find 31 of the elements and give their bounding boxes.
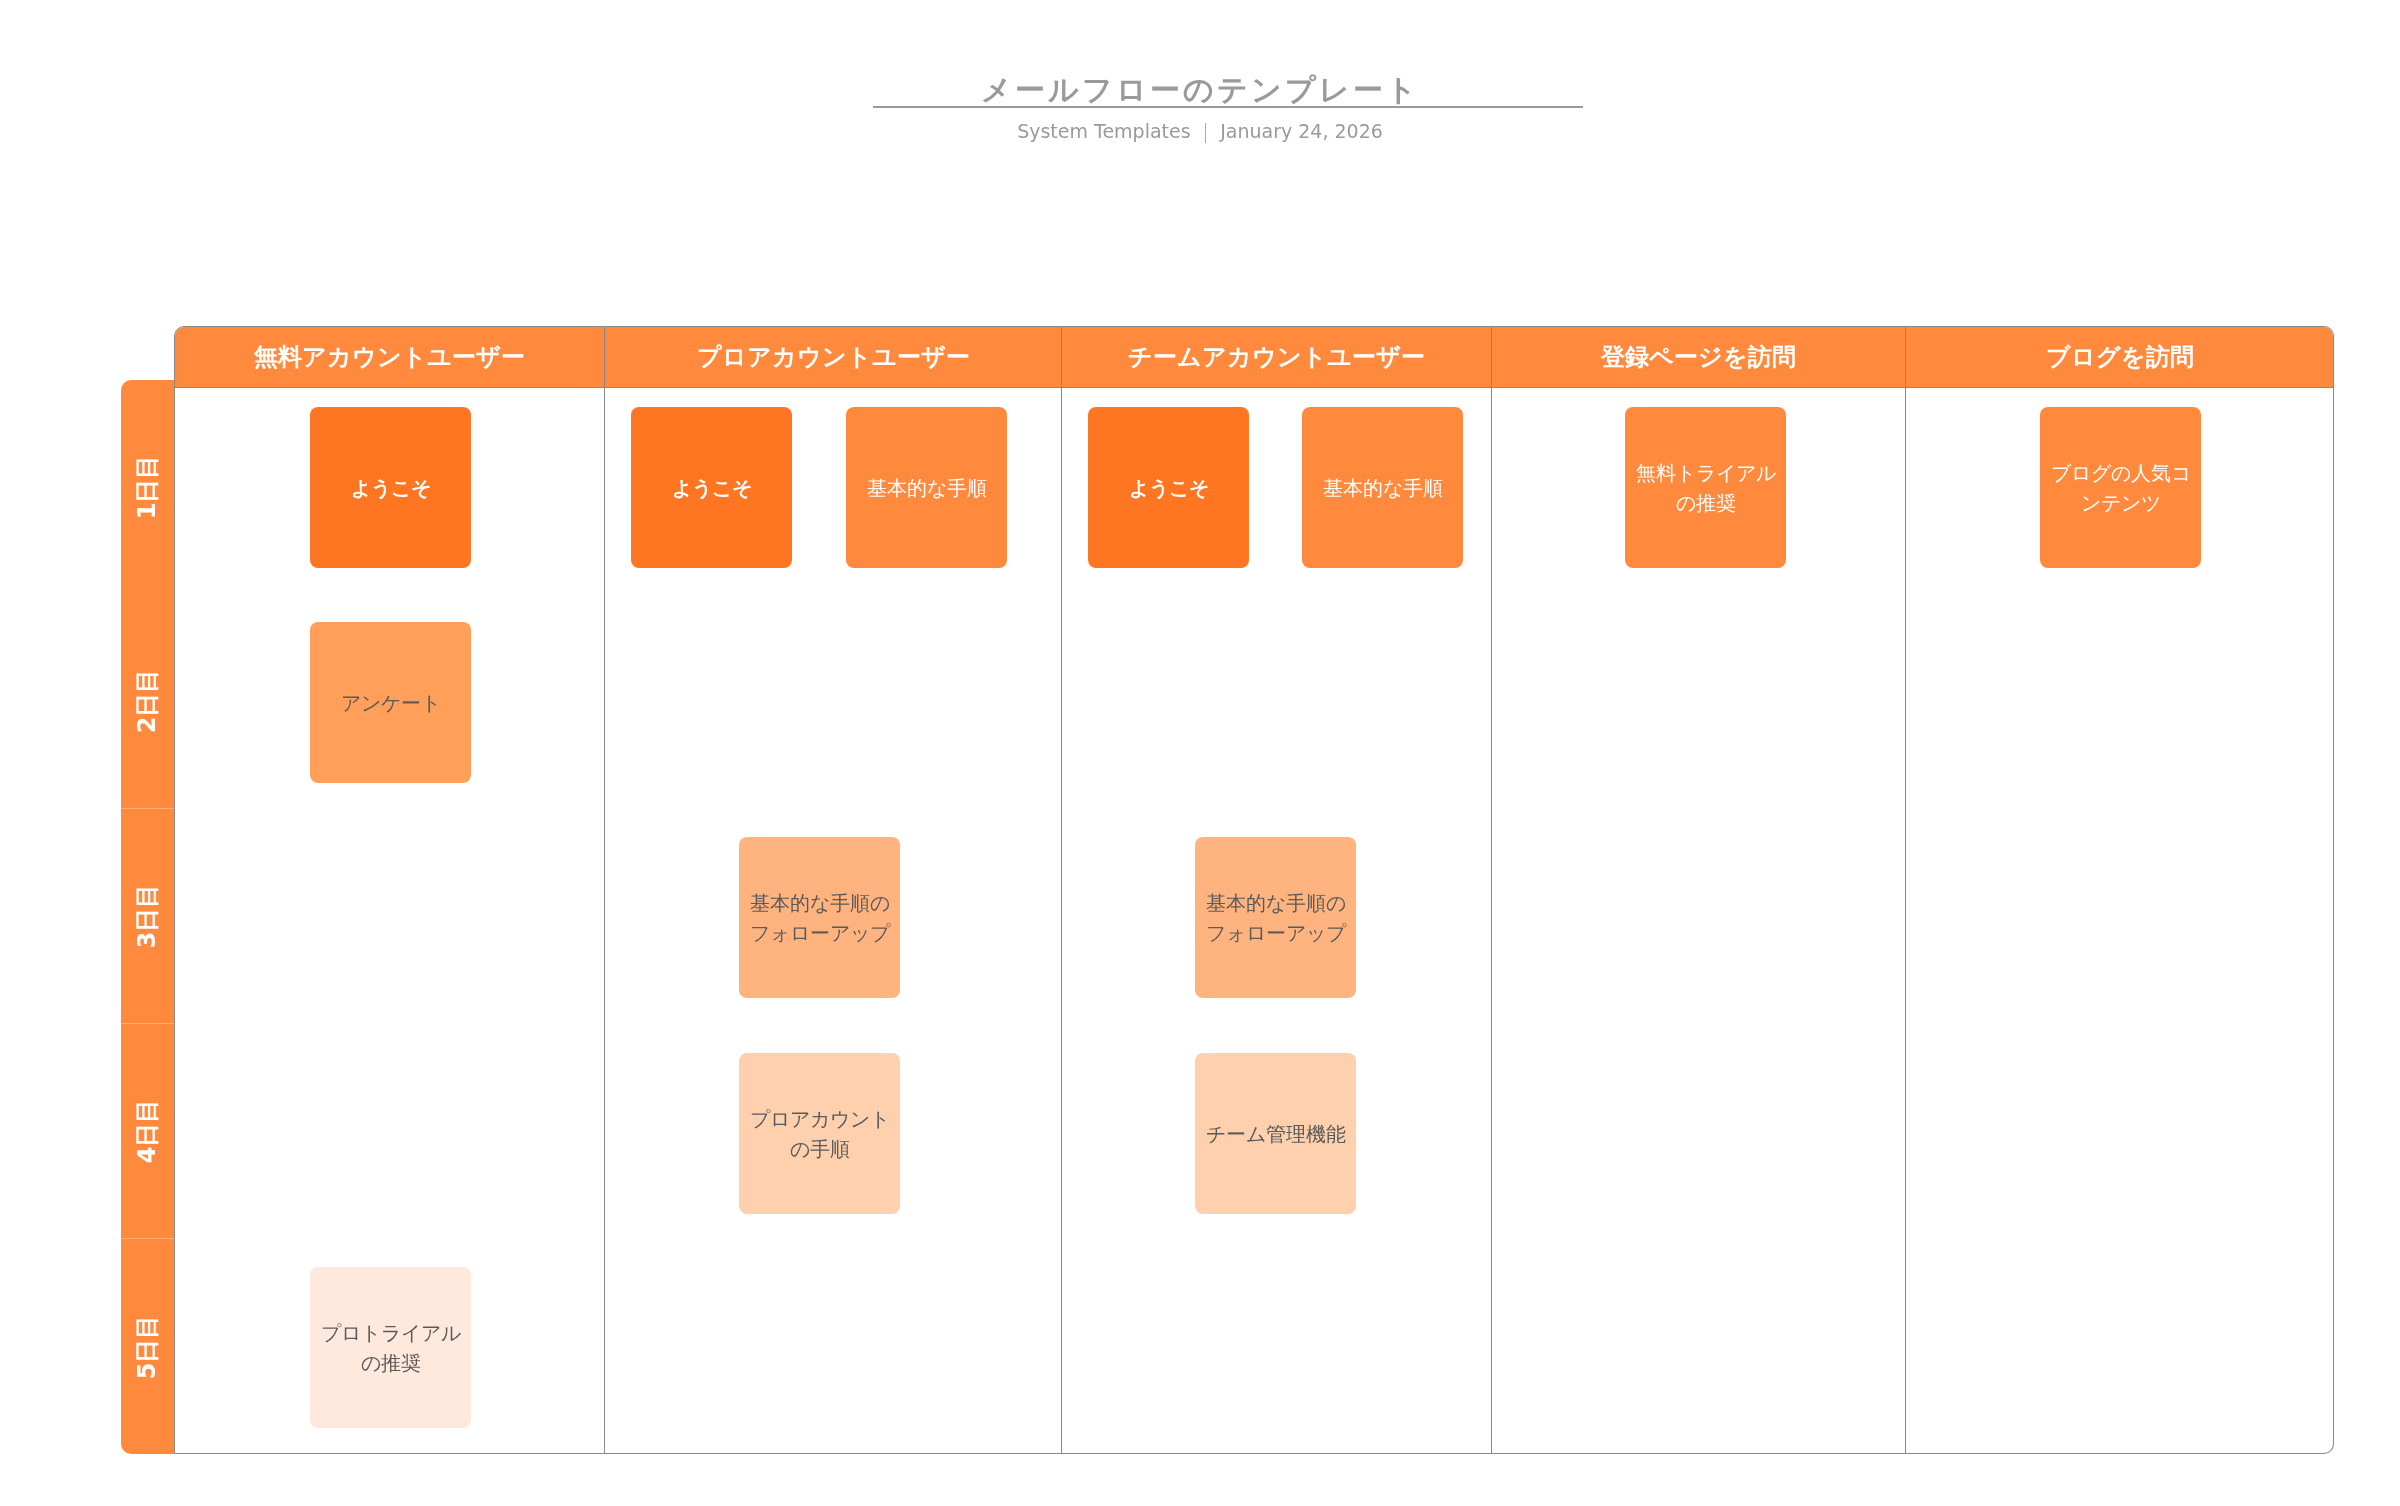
- email-card: ブログの人気コンテンツ: [2040, 407, 2201, 568]
- email-card: 基本的な手順: [846, 407, 1007, 568]
- date-label: January 24, 2026: [1220, 120, 1383, 142]
- lane-header: ブログを訪問: [1906, 327, 2333, 388]
- swimlane: [605, 326, 1062, 1454]
- row-header: 3日目: [121, 809, 174, 1024]
- lane-header: チームアカウントユーザー: [1062, 327, 1491, 388]
- row-header: 2日目: [121, 594, 174, 809]
- email-card: アンケート: [310, 622, 471, 783]
- lane-header: 無料アカウントユーザー: [175, 327, 604, 388]
- row-header: 1日目: [121, 380, 174, 595]
- email-card: 無料トライアルの推奨: [1625, 407, 1786, 568]
- email-card: ようこそ: [631, 407, 792, 568]
- swimlane: [1906, 326, 2334, 1454]
- lane-header: プロアカウントユーザー: [605, 327, 1061, 388]
- email-card: チーム管理機能: [1195, 1053, 1356, 1214]
- email-card: 基本的な手順: [1302, 407, 1463, 568]
- email-card: プロアカウントの手順: [739, 1053, 900, 1214]
- row-header: 4日目: [121, 1024, 174, 1239]
- swimlane: [1492, 326, 1906, 1454]
- swimlane: [1062, 326, 1492, 1454]
- swimlane: [174, 326, 605, 1454]
- email-card: ようこそ: [1088, 407, 1249, 568]
- diagram-title: メールフローのテンプレート: [980, 72, 1420, 107]
- email-card: ようこそ: [310, 407, 471, 568]
- email-card: 基本的な手順のフォローアップ: [739, 837, 900, 998]
- lane-header: 登録ページを訪問: [1492, 327, 1905, 388]
- email-card: プロトライアルの推奨: [310, 1267, 471, 1428]
- author-label: System Templates: [1017, 120, 1191, 142]
- email-card: 基本的な手順のフォローアップ: [1195, 837, 1356, 998]
- row-header: 5日目: [121, 1239, 174, 1454]
